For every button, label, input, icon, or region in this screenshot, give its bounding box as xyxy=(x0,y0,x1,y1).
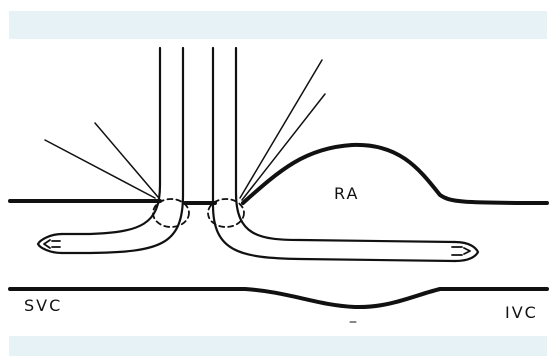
left-cannula-inner-wall xyxy=(62,48,183,253)
ivc-label: IVC xyxy=(505,303,538,322)
right-tape-line-1 xyxy=(240,60,322,198)
svc-label: SVC xyxy=(24,296,62,315)
left-tape-line-1 xyxy=(45,140,155,198)
left-cannula-tip-arrow xyxy=(44,240,60,248)
right-cannula-tip xyxy=(455,242,478,261)
vessel-lower-wall xyxy=(10,289,547,307)
right-cannula-tip-arrow xyxy=(452,247,470,255)
left-tape-line-2 xyxy=(95,123,158,197)
right-tape-line-2 xyxy=(242,94,325,200)
right-atrium-outline xyxy=(243,145,547,203)
right-atrium-label: RA xyxy=(334,184,359,203)
left-cannula-tip xyxy=(38,234,62,253)
